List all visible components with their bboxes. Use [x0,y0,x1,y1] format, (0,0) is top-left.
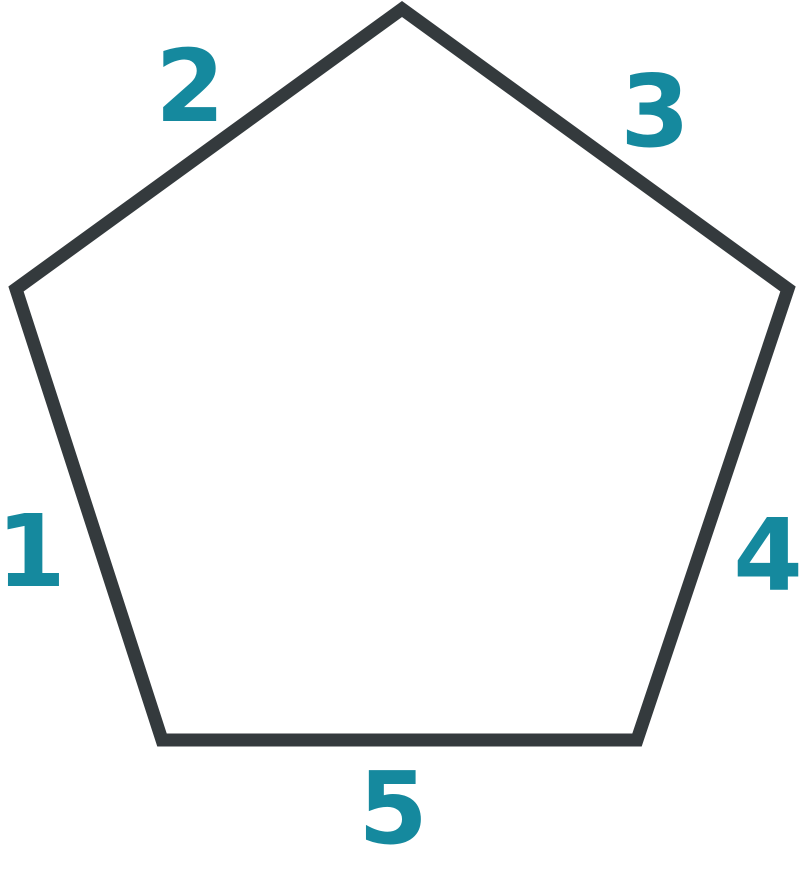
side-label-5: 5 [358,750,428,867]
side-label-2: 2 [155,28,225,145]
side-label-4: 4 [733,497,800,614]
pentagon-outline [8,0,796,747]
side-label-3: 3 [620,53,690,170]
side-label-1: 1 [0,493,66,610]
